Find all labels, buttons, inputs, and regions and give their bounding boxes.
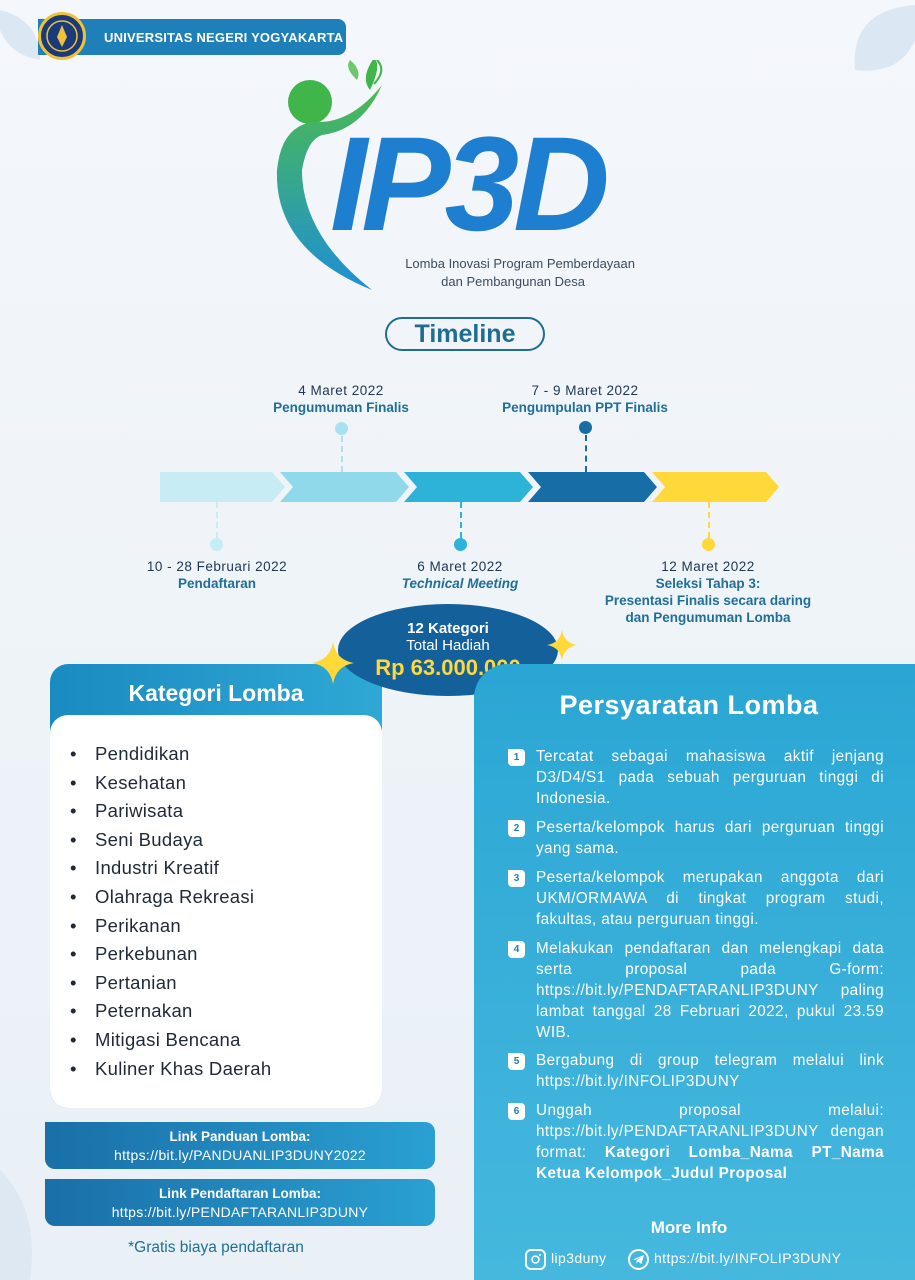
instagram-link[interactable]: lip3duny xyxy=(525,1249,606,1270)
requirement-item: 3 Peserta/kelompok merupakan anggota dar… xyxy=(508,867,884,930)
link-url[interactable]: https://bit.ly/PANDUANLIP3DUNY2022 xyxy=(114,1147,366,1163)
logo-subtitle-line: dan Pembangunan Desa xyxy=(441,274,585,289)
sparkle-icon xyxy=(547,630,577,660)
kategori-item: Pariwisata xyxy=(70,797,271,826)
event-date: 10 - 28 Februari 2022 xyxy=(146,559,288,574)
logo-subtitle: Lomba Inovasi Program Pemberdayaan dan P… xyxy=(350,255,635,291)
event-title: Technical Meeting xyxy=(401,576,519,591)
requirement-number: 3 xyxy=(508,870,525,887)
timeline-connector xyxy=(585,435,587,472)
leaf-decoration-icon xyxy=(0,1170,32,1280)
timeline-connector xyxy=(341,436,343,472)
event-title: Pendaftaran xyxy=(177,576,257,591)
timeline-title: Timeline xyxy=(385,317,545,351)
persyaratan-panel xyxy=(474,664,915,1280)
requirement-number: 1 xyxy=(508,749,525,766)
timeline-arrow-bar xyxy=(160,472,779,502)
kategori-title: Kategori Lomba xyxy=(128,680,304,706)
requirement-item: 4 Melakukan pendaftaran dan melengkapi d… xyxy=(508,938,884,1043)
kategori-item: Mitigasi Bencana xyxy=(70,1026,271,1055)
kategori-item: Olahraga Rekreasi xyxy=(70,883,271,912)
requirement-text: Peserta/kelompok harus dari perguruan ti… xyxy=(536,819,884,857)
link-label: Link Pendaftaran Lomba: xyxy=(158,1186,322,1201)
requirement-item: 5 Bergabung di group telegram melalui li… xyxy=(508,1050,884,1092)
telegram-link[interactable]: https://bit.ly/INFOLIP3DUNY xyxy=(628,1249,841,1270)
timeline-dot xyxy=(454,538,467,551)
telegram-icon xyxy=(628,1249,649,1270)
event-title: Seleksi Tahap 3: xyxy=(655,576,761,591)
requirement-number: 2 xyxy=(508,820,525,837)
link-url[interactable]: https://bit.ly/PENDAFTARANLIP3DUNY xyxy=(111,1204,369,1220)
link-panduan[interactable]: Link Panduan Lomba: https://bit.ly/PANDU… xyxy=(45,1122,435,1169)
free-registration-note: *Gratis biaya pendaftaran xyxy=(128,1239,304,1256)
timeline-event-pengumuman: 4 Maret 2022 Pengumuman Finalis xyxy=(241,382,441,416)
timeline-event-technical-meeting: 6 Maret 2022 Technical Meeting xyxy=(360,558,560,592)
kategori-item: Perkebunan xyxy=(70,940,271,969)
logo-subtitle-line: Lomba Inovasi Program Pemberdayaan xyxy=(405,256,635,271)
more-info-title: More Info xyxy=(650,1218,728,1237)
requirement-number: 5 xyxy=(508,1053,525,1070)
kategori-item: Pendidikan xyxy=(70,740,271,769)
requirement-text-part: Unggah proposal melalui: https://bit.ly/… xyxy=(536,1102,884,1161)
kategori-item: Kuliner Khas Daerah xyxy=(70,1055,271,1084)
event-date: 12 Maret 2022 xyxy=(661,559,755,574)
event-title: Pengumuman Finalis xyxy=(273,400,409,415)
requirement-item: 1 Tercatat sebagai mahasiswa aktif jenja… xyxy=(508,746,884,809)
requirement-item: 6 Unggah proposal melalui: https://bit.l… xyxy=(508,1100,884,1184)
timeline-dot xyxy=(702,538,715,551)
timeline-dot xyxy=(335,422,348,435)
timeline-dot xyxy=(579,421,592,434)
prize-categories: 12 Kategori xyxy=(407,620,489,637)
kategori-item: Pertanian xyxy=(70,969,271,998)
event-title: Presentasi Finalis secara daring xyxy=(604,593,812,608)
instagram-handle[interactable]: lip3duny xyxy=(551,1250,607,1267)
requirement-number: 4 xyxy=(508,941,525,958)
timeline-dot xyxy=(210,538,223,551)
requirement-item: 2 Peserta/kelompok harus dari perguruan … xyxy=(508,817,884,859)
telegram-url[interactable]: https://bit.ly/INFOLIP3DUNY xyxy=(654,1250,842,1267)
event-date: 4 Maret 2022 xyxy=(298,383,384,398)
link-label: Link Panduan Lomba: xyxy=(169,1129,311,1144)
university-name: UNIVERSITAS NEGERI YOGYAKARTA xyxy=(104,30,344,45)
event-date: 7 - 9 Maret 2022 xyxy=(531,383,639,398)
link-pendaftaran[interactable]: Link Pendaftaran Lomba: https://bit.ly/P… xyxy=(45,1179,435,1226)
kategori-item: Seni Budaya xyxy=(70,826,271,855)
lip3d-logo-icon xyxy=(276,60,383,290)
requirement-text: Bergabung di group telegram melalui link… xyxy=(536,1052,884,1090)
timeline-connector xyxy=(460,502,462,538)
university-banner xyxy=(38,19,346,55)
timeline-connector xyxy=(708,502,710,538)
sparkle-icon xyxy=(312,642,354,684)
event-title: Pengumpulan PPT Finalis xyxy=(502,400,668,415)
kategori-list: PendidikanKesehatanPariwisataSeni Budaya… xyxy=(70,740,271,1083)
lip3d-wordmark: IP3D xyxy=(330,110,610,259)
event-title: dan Pengumuman Lomba xyxy=(625,610,791,625)
instagram-icon xyxy=(525,1249,546,1270)
requirement-number: 6 xyxy=(508,1103,525,1120)
kategori-item: Perikanan xyxy=(70,912,271,941)
requirement-text: Unggah proposal melalui: https://bit.ly/… xyxy=(536,1100,884,1184)
leaf-decoration-icon xyxy=(854,5,915,71)
kategori-item: Kesehatan xyxy=(70,769,271,798)
requirement-text: Melakukan pendaftaran dan melengkapi dat… xyxy=(536,940,884,1041)
kategori-item: Industri Kreatif xyxy=(70,854,271,883)
timeline-event-ppt: 7 - 9 Maret 2022 Pengumpulan PPT Finalis xyxy=(480,382,690,416)
requirement-text: Peserta/kelompok merupakan anggota dari … xyxy=(536,869,884,928)
timeline-event-pendaftaran: 10 - 28 Februari 2022 Pendaftaran xyxy=(117,558,317,592)
leaf-decoration-icon xyxy=(0,10,40,60)
persyaratan-title: Persyaratan Lomba xyxy=(559,690,819,720)
prize-label: Total Hadiah xyxy=(406,637,490,654)
timeline-connector xyxy=(216,502,218,538)
requirement-format: Kategori Lomba_Nama PT_Nama Ketua Kelomp… xyxy=(536,1144,884,1182)
kategori-item: Peternakan xyxy=(70,997,271,1026)
university-seal-icon xyxy=(38,12,86,60)
timeline-event-seleksi: 12 Maret 2022 Seleksi Tahap 3: Presentas… xyxy=(578,558,838,626)
event-date: 6 Maret 2022 xyxy=(417,559,503,574)
requirement-text: Tercatat sebagai mahasiswa aktif jenjang… xyxy=(536,748,884,807)
